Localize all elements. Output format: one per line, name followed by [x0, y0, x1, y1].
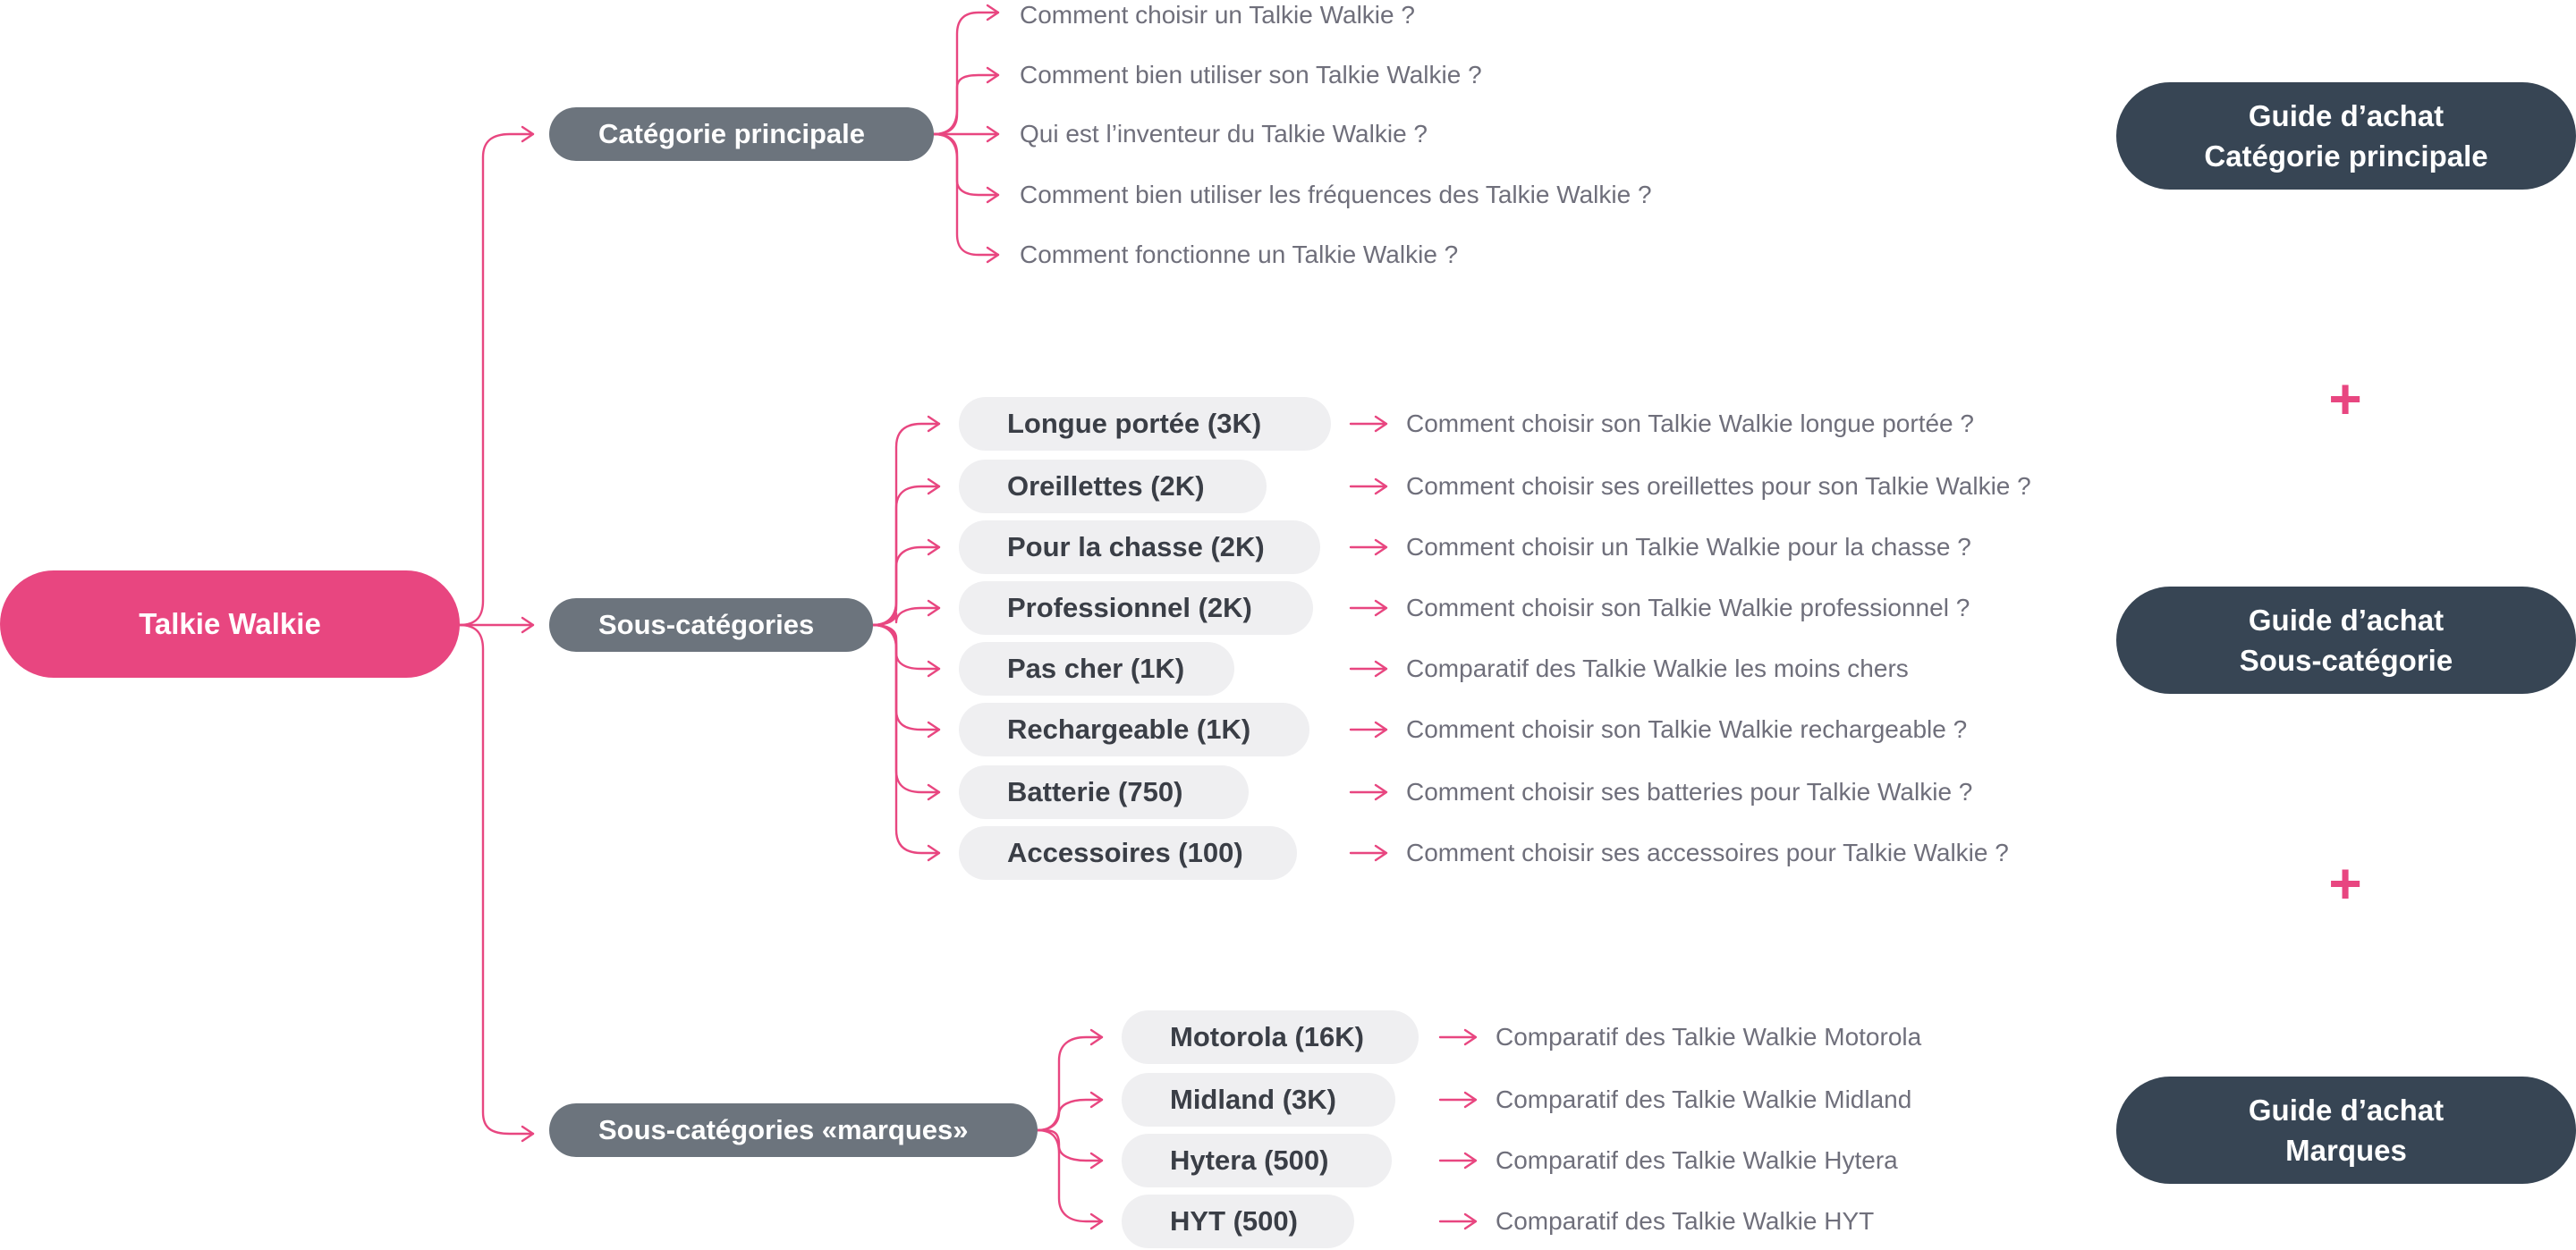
- subcategory-item-label: Accessoires (100): [1007, 837, 1243, 868]
- brand-item-label: HYT (500): [1170, 1205, 1298, 1237]
- root-node-talkie-walkie: Talkie Walkie: [0, 570, 460, 678]
- category-node-main: Catégorie principale: [549, 107, 934, 161]
- subcategory-item: Oreillettes (2K): [959, 460, 1267, 513]
- subcategory-item: Pas cher (1K): [959, 642, 1234, 696]
- category-node-brands: Sous-catégories «marques»: [549, 1103, 1038, 1157]
- root-node-label: Talkie Walkie: [139, 607, 321, 640]
- brand-item: Motorola (16K): [1122, 1010, 1419, 1064]
- arrow-right-icon: [1349, 415, 1388, 433]
- guide-line: Guide d’achat: [2248, 1094, 2445, 1127]
- guide-line: Marques: [2285, 1134, 2407, 1167]
- subcategory-item: Rechargeable (1K): [959, 703, 1309, 756]
- brand-question: Comparatif des Talkie Walkie Motorola: [1496, 1023, 1922, 1051]
- arrow-right-icon: [1349, 783, 1388, 801]
- category-node-label: Catégorie principale: [598, 118, 866, 149]
- subcategory-question: Comment choisir un Talkie Walkie pour la…: [1406, 533, 1971, 561]
- plus-icon: +: [2328, 851, 2362, 916]
- subcategory-item-label: Pas cher (1K): [1007, 653, 1185, 684]
- brand-item: HYT (500): [1122, 1195, 1354, 1248]
- main-question: Comment choisir un Talkie Walkie ?: [1020, 1, 1415, 29]
- category-node-subcategories: Sous-catégories: [549, 598, 873, 652]
- guide-line: Guide d’achat: [2248, 604, 2445, 637]
- subcategory-item: Accessoires (100): [959, 826, 1297, 880]
- category-node-label: Sous-catégories: [598, 609, 815, 640]
- guide-brands: Guide d’achat Marques: [2116, 1077, 2576, 1184]
- subcategory-item: Pour la chasse (2K): [959, 520, 1320, 574]
- arrow-right-icon: [1438, 1028, 1478, 1046]
- brand-item: Midland (3K): [1122, 1073, 1395, 1127]
- brand-question: Comparatif des Talkie Walkie HYT: [1496, 1207, 1875, 1235]
- guide-line: Sous-catégorie: [2239, 644, 2453, 677]
- arrow-right-icon: [1349, 844, 1388, 862]
- subcategory-question: Comparatif des Talkie Walkie les moins c…: [1406, 655, 1909, 682]
- subcategory-item: Batterie (750): [959, 765, 1249, 819]
- guide-subcategory: Guide d’achat Sous-catégorie: [2116, 587, 2576, 694]
- guide-main-category: Guide d’achat Catégorie principale: [2116, 82, 2576, 190]
- main-question: Qui est l’inventeur du Talkie Walkie ?: [1020, 120, 1428, 148]
- subcategory-item: Professionnel (2K): [959, 581, 1313, 635]
- arrow-right-icon: [1438, 1091, 1478, 1109]
- subcategory-item: Longue portée (3K): [959, 397, 1331, 451]
- arrow-right-icon: [1438, 1212, 1478, 1230]
- subcategory-item-label: Longue portée (3K): [1007, 408, 1262, 439]
- subcategory-question: Comment choisir ses accessoires pour Tal…: [1406, 839, 2009, 866]
- subcategory-question: Comment choisir son Talkie Walkie rechar…: [1406, 715, 1968, 743]
- subcategory-question: Comment choisir son Talkie Walkie longue…: [1406, 410, 1974, 437]
- subcategory-question: Comment choisir ses batteries pour Talki…: [1406, 778, 1973, 806]
- subcategory-question: Comment choisir ses oreillettes pour son…: [1406, 472, 2031, 500]
- subcategory-item-label: Rechargeable (1K): [1007, 714, 1251, 745]
- subcategory-item-label: Batterie (750): [1007, 776, 1183, 807]
- subcategory-item-label: Pour la chasse (2K): [1007, 531, 1265, 562]
- guide-line: Catégorie principale: [2204, 139, 2488, 173]
- arrow-right-icon: [1349, 599, 1388, 617]
- brand-item: Hytera (500): [1122, 1134, 1392, 1187]
- arrow-right-icon: [1349, 721, 1388, 739]
- arrow-right-icon: [1349, 477, 1388, 495]
- arrow-right-icon: [1438, 1152, 1478, 1170]
- main-question: Comment bien utiliser son Talkie Walkie …: [1020, 61, 1482, 89]
- arrow-right-icon: [1349, 538, 1388, 556]
- plus-icon: +: [2328, 367, 2362, 431]
- brand-item-label: Midland (3K): [1170, 1084, 1336, 1115]
- subcategory-item-label: Oreillettes (2K): [1007, 470, 1205, 502]
- brand-question: Comparatif des Talkie Walkie Hytera: [1496, 1146, 1898, 1174]
- brand-item-label: Motorola (16K): [1170, 1021, 1364, 1052]
- main-question: Comment bien utiliser les fréquences des…: [1020, 181, 1652, 208]
- guide-line: Guide d’achat: [2248, 99, 2445, 132]
- brand-item-label: Hytera (500): [1170, 1144, 1329, 1176]
- subcategory-item-label: Professionnel (2K): [1007, 592, 1252, 623]
- subcategory-question: Comment choisir son Talkie Walkie profes…: [1406, 594, 1970, 621]
- main-question: Comment fonctionne un Talkie Walkie ?: [1020, 241, 1459, 268]
- category-node-label: Sous-catégories «marques»: [598, 1114, 969, 1145]
- arrow-right-icon: [1349, 660, 1388, 678]
- brand-question: Comparatif des Talkie Walkie Midland: [1496, 1085, 1912, 1113]
